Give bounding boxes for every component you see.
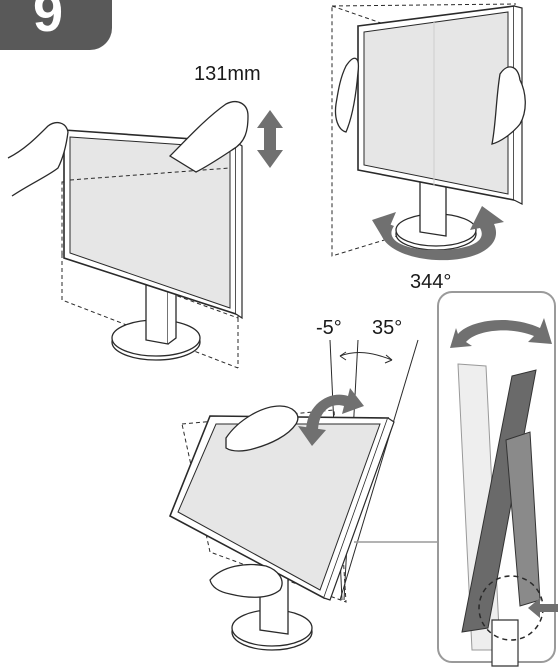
hand-icon — [225, 405, 299, 452]
hand-icon — [491, 66, 526, 145]
tilt-illustration — [168, 339, 419, 651]
push-arrow-icon — [528, 598, 558, 618]
tilt-forward-label: -5° — [316, 317, 342, 339]
tilt-inset — [354, 291, 558, 667]
curved-double-arrow-icon — [450, 318, 552, 348]
swivel-angle-label: 344° — [410, 271, 451, 293]
hand-icon — [7, 121, 69, 197]
tilt-backward-label: 35° — [372, 317, 402, 339]
hand-icon — [334, 57, 360, 133]
height-adjust-label: 131mm — [194, 63, 261, 85]
double-vertical-arrow-icon — [257, 110, 283, 168]
swivel-illustration — [331, 3, 523, 257]
rotation-arrow-icon — [372, 206, 504, 261]
height-adjust-illustration — [61, 129, 243, 369]
hand-icon — [209, 563, 283, 598]
step-number: 9 — [32, 0, 64, 43]
curved-double-arrow-icon — [298, 388, 364, 446]
step-badge: 9 — [0, 0, 112, 50]
hand-icon — [168, 101, 249, 173]
